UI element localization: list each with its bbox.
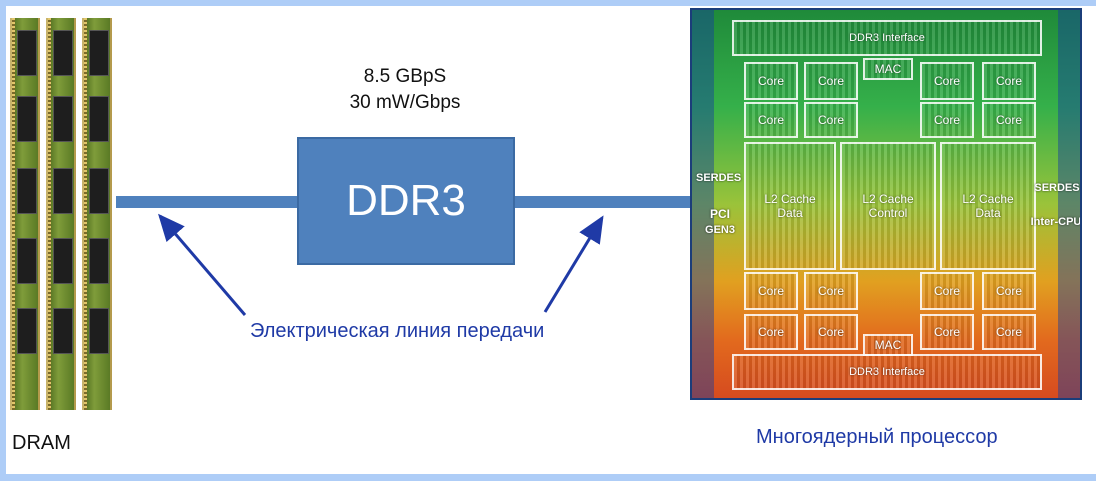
core-block: Core	[982, 314, 1036, 350]
dram-modules	[8, 18, 118, 410]
core-block: Core	[744, 272, 798, 310]
core-block: Core	[804, 102, 858, 138]
ddr3-interface-bottom: DDR3 Interface	[732, 354, 1042, 390]
bus-line-right	[513, 196, 693, 208]
core-block: Core	[920, 272, 974, 310]
mac-top: MAC	[863, 58, 913, 80]
dram-stick	[10, 18, 40, 410]
bus-line-left	[116, 196, 300, 208]
frame-top	[0, 0, 1096, 6]
core-block: Core	[804, 272, 858, 310]
arrow-left	[158, 213, 247, 316]
ddr3-interface-top: DDR3 Interface	[732, 20, 1042, 56]
ddr3-block: DDR3	[297, 137, 515, 265]
ddr3-label: DDR3	[346, 176, 466, 225]
core-block: Core	[804, 314, 858, 350]
dram-label: DRAM	[12, 432, 71, 454]
core-block: Core	[982, 272, 1036, 310]
serdes-right-label: SERDES	[1034, 182, 1080, 194]
core-block: Core	[920, 102, 974, 138]
gen3-label: GEN3	[705, 224, 735, 236]
dram-stick	[46, 18, 76, 410]
l2-cache-data-left: L2 Cache Data	[744, 142, 836, 270]
core-block: Core	[920, 62, 974, 100]
core-block: Core	[982, 102, 1036, 138]
arrow-right	[543, 215, 604, 313]
core-block: Core	[744, 62, 798, 100]
inter-cpu-label: Inter-CPU	[1030, 216, 1082, 228]
core-block: Core	[982, 62, 1036, 100]
bandwidth-label: 8.5 GBpS	[363, 66, 447, 87]
l2-cache-control: L2 Cache Control	[840, 142, 936, 270]
dram-stick	[82, 18, 112, 410]
pci-label: PCI	[709, 207, 730, 221]
cpu-die: DDR3 Interface DDR3 Interface MAC MAC Co…	[690, 8, 1082, 400]
frame-left	[0, 0, 6, 481]
serdes-left-label: SERDES	[696, 172, 742, 184]
frame-bottom	[0, 474, 1096, 481]
l2-cache-data-right: L2 Cache Data	[940, 142, 1036, 270]
core-block: Core	[744, 102, 798, 138]
core-block: Core	[744, 314, 798, 350]
cpu-caption: Многоядерный процессор	[756, 426, 998, 448]
transmission-line-caption: Электрическая линия передачи	[250, 320, 545, 342]
power-label: 30 mW/Gbps	[349, 92, 461, 113]
core-block: Core	[920, 314, 974, 350]
mac-bottom: MAC	[863, 334, 913, 356]
core-block: Core	[804, 62, 858, 100]
